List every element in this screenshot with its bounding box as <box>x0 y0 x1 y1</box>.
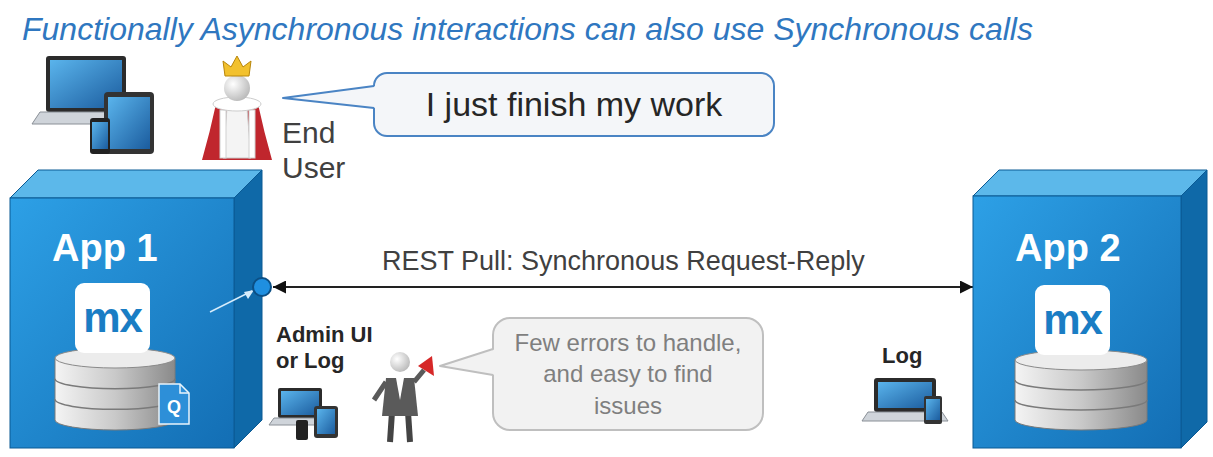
cube-top-face <box>10 170 262 198</box>
king-figure <box>202 56 272 160</box>
person-legs <box>390 412 410 442</box>
admin-person <box>374 352 434 442</box>
bubble-text: Few errors to handle, and easy to find i… <box>506 327 750 421</box>
queue-letter: Q <box>167 398 181 416</box>
document-page <box>159 384 189 424</box>
speech-bubble: I just finish my work <box>373 72 775 137</box>
app-cube: App 2 mx <box>973 170 1207 448</box>
bubble-tail-fill <box>283 86 377 108</box>
laptop-display <box>281 391 319 415</box>
cape-fur <box>220 110 226 158</box>
document-fold <box>180 384 189 393</box>
person-arms <box>374 370 424 400</box>
king-head <box>224 75 250 101</box>
role-label: End User <box>282 116 366 185</box>
logo-text: mx <box>1043 299 1102 341</box>
role-label: Admin UI or Log <box>276 322 390 375</box>
cube-top-face <box>973 170 1207 196</box>
cube-side-face <box>234 170 262 448</box>
end-user-devices <box>32 56 154 154</box>
note-bubble: Few errors to handle, and easy to find i… <box>492 317 764 431</box>
tablet-display <box>108 97 150 149</box>
mendix-logo: mx <box>1035 285 1110 355</box>
queue-document: Q <box>158 383 190 425</box>
tablet-frame <box>104 92 154 154</box>
person-shirt <box>396 378 404 400</box>
interface-port <box>253 278 271 296</box>
laptop-display <box>878 382 932 408</box>
king-cape <box>202 104 272 160</box>
bubble-tail-fill <box>440 349 496 375</box>
bubble-tail <box>494 319 495 320</box>
tablet-frame <box>314 406 338 438</box>
king-body <box>223 108 251 158</box>
app-name: App 2 <box>1015 228 1207 270</box>
internal-link-head <box>244 290 254 299</box>
bubble-tail-outline <box>283 86 374 108</box>
bubble-text: I just finish my work <box>426 85 723 124</box>
tablet-display <box>317 409 335 434</box>
app-cube: App 1 mxQ <box>10 170 273 448</box>
phone-frame <box>90 118 110 154</box>
tablet-frame <box>924 396 942 424</box>
database-ring <box>55 399 175 409</box>
log-laptop <box>862 378 948 424</box>
database-ring <box>1015 400 1147 410</box>
logo-text: mx <box>83 297 142 339</box>
cape-fur <box>249 110 255 158</box>
admin-devices <box>269 388 338 440</box>
edge-label: REST Pull: Synchronous Request-Reply <box>378 246 869 277</box>
tablet-display <box>926 399 940 420</box>
database-ring <box>1015 380 1147 390</box>
phone-frame <box>296 420 308 440</box>
phone-display <box>92 122 108 149</box>
megaphone <box>418 356 434 376</box>
sync-connector <box>273 286 973 288</box>
king-crown <box>223 56 251 76</box>
log-label: Log <box>882 343 922 369</box>
database-ring <box>55 379 175 389</box>
app-name: App 1 <box>52 228 273 270</box>
cube-side-face <box>1181 170 1207 448</box>
person-head <box>390 352 410 372</box>
bubble-tail <box>375 74 376 75</box>
diagram-title: Functionally Asynchronous interactions c… <box>22 10 1033 48</box>
bubble-tail-outline <box>440 349 493 375</box>
mendix-logo: mx <box>75 283 150 353</box>
